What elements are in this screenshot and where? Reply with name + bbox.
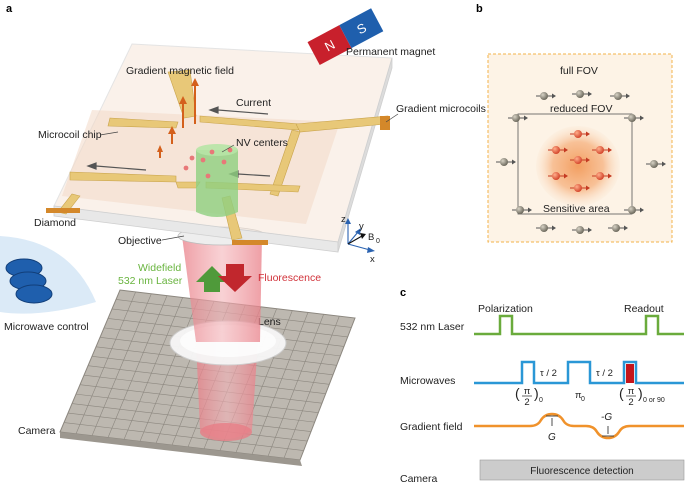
nv-centers-label: NV centers — [236, 137, 288, 149]
gradient-trace — [474, 412, 684, 440]
diamond-nv-pillar — [183, 144, 238, 217]
gradient-row-label: Gradient field — [400, 421, 463, 433]
spin-icon — [646, 160, 666, 168]
g-neg-marker — [602, 426, 614, 437]
axis-z-label: z — [341, 214, 346, 225]
spin-icon — [570, 156, 590, 164]
microwave-antenna-icon — [0, 236, 96, 314]
reduced-fov-label: reduced FOV — [550, 103, 612, 115]
diamond-edge — [46, 208, 80, 213]
spin-icon — [548, 146, 568, 154]
permanent-magnet: N S — [307, 8, 384, 66]
svg-text:π: π — [524, 386, 531, 397]
laser-532-label: 532 nm Laser — [118, 275, 183, 287]
axis-b-subscript: 0 — [376, 238, 380, 245]
current-label: Current — [236, 97, 271, 109]
spin-icon — [570, 184, 590, 192]
svg-text:0: 0 — [581, 396, 585, 403]
axis-b-label: B — [368, 232, 374, 243]
tau-half-2: τ / 2 — [596, 368, 613, 379]
fluorescence-down-arrow-icon — [218, 264, 252, 292]
microwave-trace — [474, 360, 684, 385]
svg-text:): ) — [534, 385, 539, 401]
final-pulse-label: ( π 2 ) 0 or 90 — [619, 385, 665, 408]
gradient-microcoils-label: Gradient microcoils — [396, 103, 486, 115]
microwave-control-label: Microwave control — [4, 321, 89, 333]
panel-label-c: c — [400, 287, 406, 299]
laser-up-arrow-icon — [196, 266, 228, 292]
microcoil-chip-label: Microcoil chip — [38, 129, 102, 141]
final-pulse-fill — [626, 364, 634, 383]
panel-label-b: b — [476, 3, 483, 15]
svg-text:0: 0 — [539, 397, 543, 404]
lens-label: Lens — [258, 316, 281, 328]
spin-icon — [624, 114, 644, 122]
tau-half-1: τ / 2 — [540, 368, 557, 379]
laser-row-label: 532 nm Laser — [400, 321, 465, 333]
red-spins — [548, 130, 612, 192]
pi-half-pulse-label: ( π 2 ) 0 — [515, 385, 543, 408]
spin-icon — [592, 146, 612, 154]
spin-icon — [512, 206, 532, 214]
gradient-field-arrows — [157, 78, 199, 158]
spin-icon — [572, 226, 592, 234]
polarization-label: Polarization — [478, 303, 533, 315]
axes-icon — [345, 218, 375, 253]
spin-icon — [536, 92, 556, 100]
coil-edge-right — [380, 116, 390, 130]
widefield-label: Widefield — [138, 262, 181, 274]
fluorescence-detection-label: Fluorescence detection — [530, 466, 633, 477]
objective-label: Objective — [118, 235, 162, 247]
reduced-fov-box — [517, 113, 633, 215]
permanent-magnet-label: Permanent magnet — [346, 46, 435, 58]
axis-y-label: y — [359, 221, 364, 232]
spin-icon — [570, 130, 590, 138]
g-neg-label: -G — [601, 412, 612, 423]
laser-trace — [474, 314, 684, 336]
camera-label: Camera — [18, 425, 56, 437]
svg-text:π: π — [628, 386, 635, 397]
svg-text:2: 2 — [628, 397, 633, 408]
g-pos-marker — [546, 415, 558, 426]
svg-text:2: 2 — [524, 397, 529, 408]
full-fov-label: full FOV — [560, 65, 598, 77]
svg-text:): ) — [638, 385, 643, 401]
upper-beam — [182, 236, 262, 342]
pi-pulse-label: π 0 — [575, 390, 585, 403]
camera-row-label: Camera — [400, 473, 438, 485]
g-pos-label: G — [548, 432, 556, 443]
gray-spins — [496, 90, 666, 234]
diamond-label: Diamond — [34, 217, 76, 229]
sensitive-area — [536, 126, 620, 206]
gradient-field-label: Gradient magnetic field — [126, 65, 234, 77]
readout-label: Readout — [624, 303, 664, 315]
spin-icon — [572, 90, 592, 98]
svg-text:(: ( — [619, 385, 624, 401]
spin-icon — [624, 206, 644, 214]
panel-label-a: a — [6, 3, 13, 15]
fluorescence-detection-bar — [479, 459, 685, 481]
svg-text:π: π — [575, 390, 582, 401]
gradient-microcoils — [57, 69, 389, 241]
fluorescence-label: Fluorescence — [258, 272, 321, 284]
microwave-row-label: Microwaves — [400, 375, 455, 387]
svg-text:0 or 90: 0 or 90 — [643, 397, 665, 404]
spin-icon — [508, 114, 528, 122]
coil-edge — [232, 240, 268, 245]
spin-icon — [592, 172, 612, 180]
svg-text:(: ( — [515, 385, 520, 401]
spin-icon — [536, 224, 556, 232]
spin-icon — [548, 172, 568, 180]
spin-icon — [610, 92, 630, 100]
axis-x-label: x — [370, 254, 375, 265]
sensitive-area-label: Sensitive area — [543, 203, 610, 215]
spin-icon — [608, 224, 628, 232]
spin-icon — [496, 158, 516, 166]
